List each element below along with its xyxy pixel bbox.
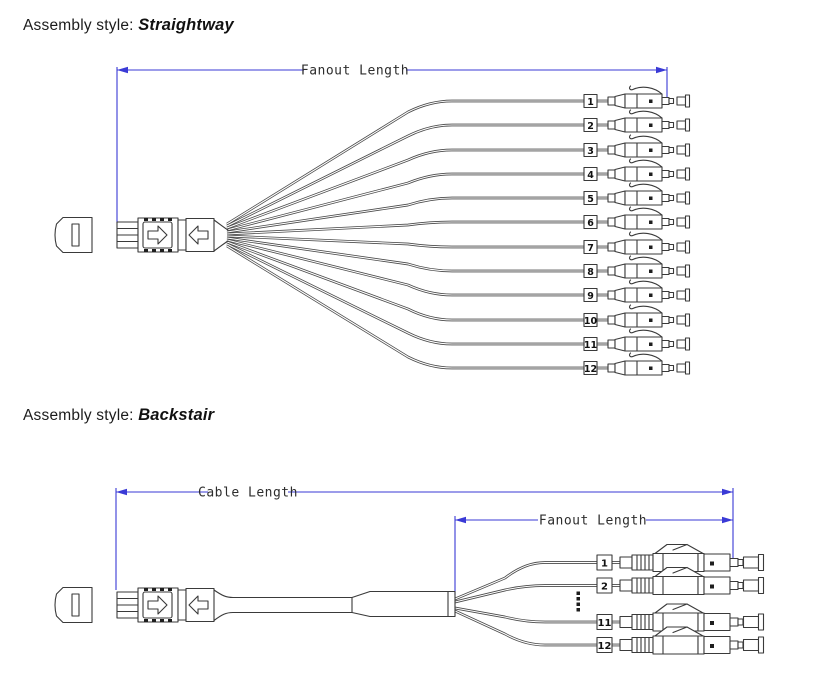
straightway-title-prefix: Assembly style: xyxy=(23,17,139,34)
cable-and-furcation xyxy=(213,589,456,622)
lc-legs: 1 2 3 4 5 6 7 8 9 10 11 12 xyxy=(583,85,691,376)
fanout-length-label: Fanout Length xyxy=(301,64,409,79)
connector-number: 2 xyxy=(601,582,608,593)
lc-connector xyxy=(607,279,691,303)
connector-number: 1 xyxy=(601,559,608,570)
backstair-diagram: Cable Length Fanout Length xyxy=(54,484,765,655)
connector-number: 5 xyxy=(587,194,594,205)
lc-legs: 1 2 11 12 xyxy=(596,543,765,655)
connector-number: 12 xyxy=(598,641,612,652)
backstair-title: Assembly style: Backstair xyxy=(23,406,214,425)
straightway-diagram: Fanout Length 1 2 3 4 5 xyxy=(54,62,691,376)
cable-length-label: Cable Length xyxy=(198,486,298,501)
straightway-title: Assembly style: Straightway xyxy=(23,16,234,35)
connector-number: 4 xyxy=(587,170,594,181)
lc-connector xyxy=(607,328,691,352)
fanout-fibers xyxy=(226,99,612,370)
connector-number: 12 xyxy=(584,364,597,375)
backstair-title-name: Backstair xyxy=(138,406,215,424)
backstair-title-prefix: Assembly style: xyxy=(23,407,139,424)
lc-connector xyxy=(619,603,765,632)
lc-connector xyxy=(607,255,691,279)
fanout-length-dimension: Fanout Length xyxy=(116,62,668,223)
straightway-title-name: Straightway xyxy=(138,16,234,34)
connector-number: 7 xyxy=(587,243,594,254)
lc-connector xyxy=(607,182,691,206)
connector-number: 9 xyxy=(587,291,594,302)
connector-number: 11 xyxy=(584,340,597,351)
mpo-connector xyxy=(54,216,215,254)
mpo-connector xyxy=(54,586,215,624)
lc-connector xyxy=(607,231,691,255)
connector-number: 1 xyxy=(587,97,594,108)
connector-number: 2 xyxy=(587,121,594,132)
fanout-length-dimension: Fanout Length xyxy=(454,512,733,595)
lc-connector xyxy=(607,85,691,109)
lc-connector xyxy=(607,304,691,328)
fanout-fibers xyxy=(454,561,622,647)
lc-connector xyxy=(619,626,765,655)
connector-number: 3 xyxy=(587,146,594,157)
lc-connector xyxy=(607,109,691,133)
ellipsis-dots xyxy=(576,591,580,612)
connector-number: 8 xyxy=(587,267,594,278)
lc-connector xyxy=(619,566,765,596)
lc-connector xyxy=(607,134,691,158)
lc-connector xyxy=(619,543,765,573)
connector-number: 10 xyxy=(584,316,598,327)
lc-connector xyxy=(607,158,691,182)
lc-connector xyxy=(607,352,691,376)
lc-connector xyxy=(607,206,691,230)
connector-number: 6 xyxy=(587,218,594,229)
cable-length-dimension: Cable Length xyxy=(115,484,734,590)
fanout-length-label: Fanout Length xyxy=(539,514,647,529)
connector-number: 11 xyxy=(598,618,612,629)
